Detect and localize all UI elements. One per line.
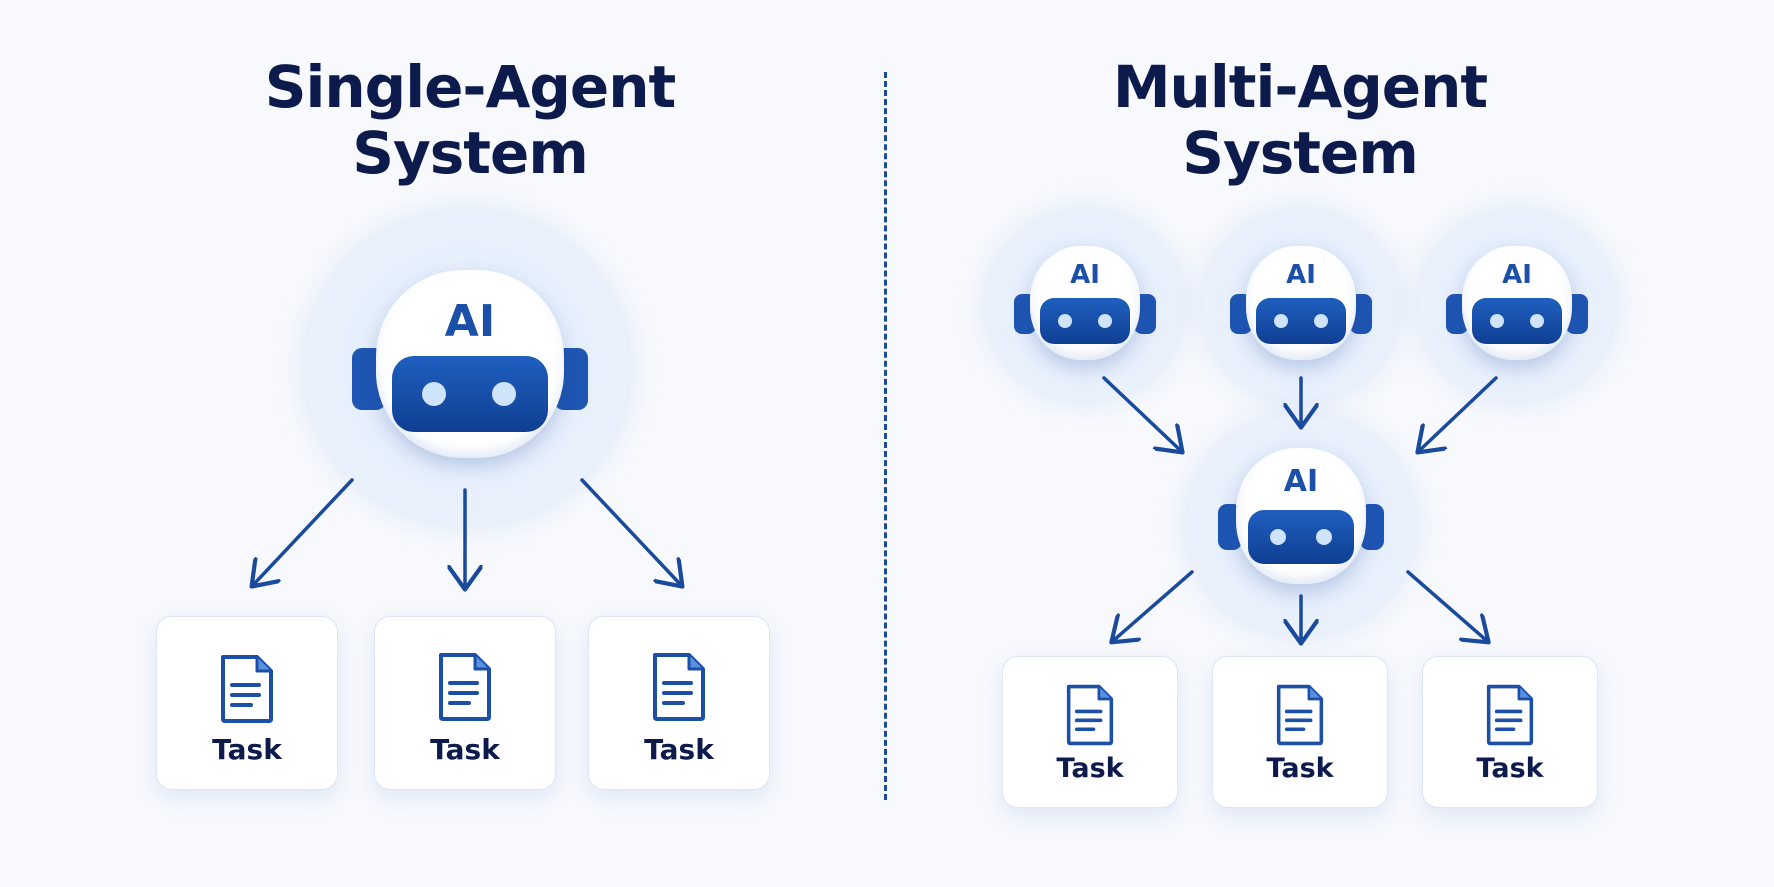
robot-eye-left (422, 382, 446, 406)
multi-task-card-2: Task (1212, 656, 1388, 808)
robot-ai-label: AI (444, 296, 496, 347)
single-task-card-3: Task (588, 616, 770, 790)
document-icon (221, 655, 273, 723)
document-icon (439, 653, 491, 721)
robot-eye-right (1316, 529, 1332, 545)
arrow-single-to-task-3 (580, 478, 680, 584)
agent-robot-2: AI (1230, 246, 1372, 360)
agent-robot-1: AI (1014, 246, 1156, 360)
single-agent-robot: AI (352, 270, 588, 458)
arrow-agent-3-to-coordinator (1420, 376, 1498, 450)
single-agent-title: Single-Agent System (170, 54, 770, 186)
robot-ai-label: AI (1502, 260, 1532, 290)
robot-visor (1472, 298, 1562, 344)
task-label: Task (1476, 753, 1544, 784)
robot-eye-left (1490, 314, 1504, 328)
robot-visor (392, 356, 548, 432)
multi-agent-title-line2: System (1182, 119, 1419, 187)
robot-eye-left (1274, 314, 1288, 328)
task-label: Task (1266, 753, 1334, 784)
robot-eye-right (1530, 314, 1544, 328)
robot-visor (1040, 298, 1130, 344)
document-icon (653, 653, 705, 721)
robot-ai-label: AI (1283, 464, 1319, 499)
robot-ai-label: AI (1070, 260, 1100, 290)
robot-eye-right (1098, 314, 1112, 328)
arrow-coordinator-to-task-1 (1114, 570, 1194, 640)
panel-divider (884, 72, 887, 800)
document-icon (1066, 684, 1114, 746)
task-label: Task (430, 733, 500, 766)
single-agent-title-line2: System (352, 119, 589, 187)
document-icon (1276, 684, 1324, 746)
agent-robot-3: AI (1446, 246, 1588, 360)
multi-agent-title: Multi-Agent System (1000, 54, 1600, 186)
arrow-coordinator-to-task-3 (1406, 570, 1486, 640)
multi-task-card-3: Task (1422, 656, 1598, 808)
arrow-single-to-task-1 (254, 478, 354, 584)
task-label: Task (644, 733, 714, 766)
single-task-card-1: Task (156, 616, 338, 790)
multi-agent-title-line1: Multi-Agent (1112, 53, 1488, 121)
task-label: Task (212, 733, 282, 766)
single-agent-title-line1: Single-Agent (264, 53, 677, 121)
document-icon (1486, 684, 1534, 746)
robot-eye-left (1270, 529, 1286, 545)
robot-eye-right (1314, 314, 1328, 328)
robot-visor (1248, 510, 1354, 564)
single-task-card-2: Task (374, 616, 556, 790)
arrow-agent-1-to-coordinator (1102, 376, 1180, 450)
coordinator-robot: AI (1218, 448, 1384, 584)
multi-task-card-1: Task (1002, 656, 1178, 808)
robot-visor (1256, 298, 1346, 344)
task-label: Task (1056, 753, 1124, 784)
robot-ai-label: AI (1286, 260, 1316, 290)
robot-eye-right (492, 382, 516, 406)
robot-eye-left (1058, 314, 1072, 328)
